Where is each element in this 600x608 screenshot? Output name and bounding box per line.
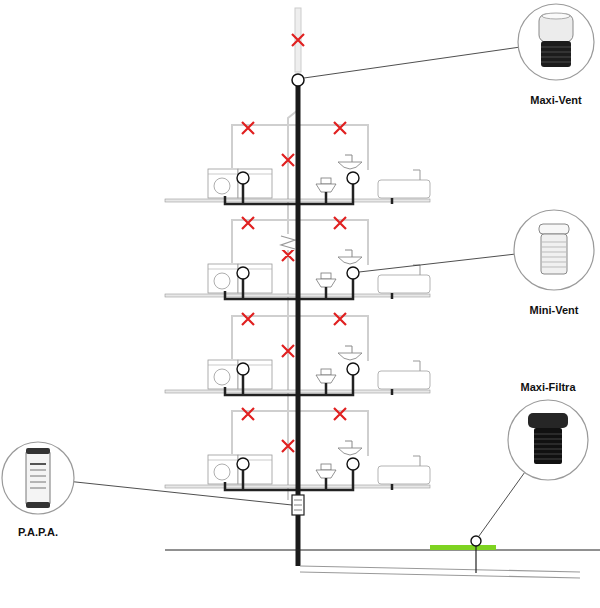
product-picture (26, 502, 50, 508)
product-picture (541, 242, 567, 243)
product-picture (30, 476, 46, 477)
product-picture (534, 428, 562, 464)
product-picture (30, 482, 46, 483)
product-picture (534, 444, 562, 445)
product-picture (539, 224, 569, 234)
vent-marker (292, 74, 304, 86)
product-picture (542, 13, 570, 19)
product-picture (541, 247, 567, 248)
drain-pipe (300, 566, 580, 578)
product-picture (528, 413, 568, 464)
product-picture (541, 52, 571, 53)
product-picture (30, 463, 46, 465)
product-picture (541, 252, 567, 253)
product-picture (541, 262, 567, 263)
product-callout: Maxi-Vent (516, 2, 596, 82)
soil-stack (296, 86, 301, 566)
product-callout: P.A.P.A. (0, 440, 76, 516)
product-icon (512, 208, 596, 292)
removed-vent-cross (292, 34, 304, 46)
product-icon (516, 2, 596, 82)
product-picture (534, 459, 562, 460)
product-picture (541, 41, 571, 67)
product-picture (539, 224, 569, 274)
callout-circle (2, 442, 74, 514)
product-picture (541, 267, 567, 268)
product-picture (541, 47, 571, 48)
papa-device (294, 505, 302, 506)
papa-device (294, 500, 302, 501)
ground-line (165, 550, 600, 551)
leader-line (359, 254, 514, 272)
filter-pipe (475, 546, 476, 573)
product-picture (534, 434, 562, 435)
papa-device (292, 495, 304, 515)
product-picture (30, 470, 46, 471)
product-picture (541, 257, 567, 258)
product-picture (539, 13, 573, 67)
product-name: Maxi-Vent (528, 94, 583, 107)
product-picture (26, 448, 50, 508)
leader-line (479, 473, 525, 537)
grass (430, 545, 496, 550)
product-name: Mini-Vent (528, 304, 581, 317)
callout-circle (508, 400, 588, 480)
product-icon (506, 398, 590, 482)
leader-line (304, 47, 518, 78)
product-icon (0, 440, 76, 516)
product-picture (534, 439, 562, 440)
callout-circle (514, 210, 594, 290)
product-name: Maxi-Filtra (518, 381, 577, 394)
product-picture (541, 234, 567, 274)
product-callout: Mini-Vent (512, 208, 596, 292)
product-callout: Maxi-Filtra (506, 398, 590, 482)
product-picture (534, 449, 562, 450)
product-picture (26, 448, 50, 454)
filter-marker (471, 536, 481, 546)
leader-line (74, 482, 292, 505)
product-picture (26, 450, 50, 506)
break-symbol (281, 236, 295, 249)
product-picture (541, 57, 571, 58)
papa-device (294, 510, 302, 511)
product-name: P.A.P.A. (16, 526, 60, 539)
callout-circle (518, 4, 594, 80)
product-picture (539, 14, 573, 42)
product-picture (534, 454, 562, 455)
product-picture (30, 488, 46, 489)
break-gap (280, 234, 296, 250)
product-picture (541, 62, 571, 63)
product-picture (528, 413, 568, 428)
